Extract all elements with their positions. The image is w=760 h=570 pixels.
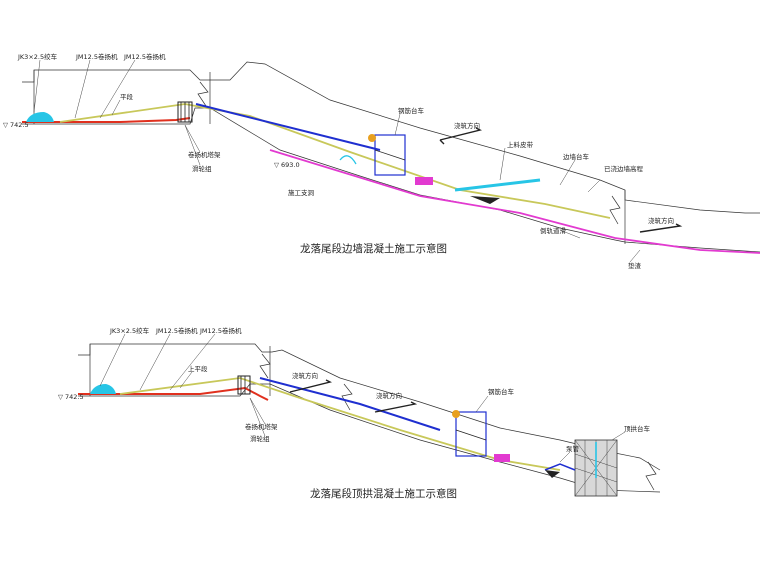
top-label-flat-section: 平段 — [120, 92, 134, 101]
top-pour-direction-arrow-2 — [639, 223, 683, 233]
bottom-break-mark-3 — [645, 461, 657, 491]
top-elev-mid-marker-icon: ▽ — [274, 161, 279, 169]
top-label-access-tunnel: 施工支洞 — [288, 188, 315, 197]
bottom-pump-icon — [452, 410, 460, 418]
bottom-tunnel-invert — [78, 383, 661, 493]
bottom-label-winch-b: JM12.5卷扬机 — [199, 326, 242, 335]
bottom-winch-frame-icon — [237, 375, 251, 395]
bottom-label-winch-car: JK3×2.5绞车 — [109, 326, 150, 335]
top-label-elev-mid: 693.0 — [281, 161, 300, 169]
top-elev-marker-icon: ▽ — [3, 121, 8, 129]
top-tunnel-invert — [22, 107, 760, 253]
top-diagram-title: 龙落尾段边墙混凝土施工示意图 — [300, 242, 447, 255]
bottom-label-pour-direction-2: 浇筑方向 — [376, 391, 402, 400]
top-support-icon — [470, 196, 500, 204]
top-label-winch-a: JM12.5卷扬机 — [75, 52, 118, 61]
bottom-label-pump: 泵管 — [566, 444, 580, 453]
bottom-break-mark-2 — [341, 383, 353, 411]
bottom-label-pour-direction-1: 浇筑方向 — [292, 371, 318, 380]
top-label-conveyor: 上料皮带 — [507, 140, 534, 149]
top-label-pour-direction: 浇筑方向 — [454, 121, 480, 130]
top-label-sidewall-trolley: 边墙台车 — [563, 152, 590, 161]
bottom-label-winch-frame: 卷扬机塔架 — [245, 422, 278, 431]
top-pump-icon — [368, 134, 376, 142]
bottom-pour-direction-arrow-2 — [374, 401, 418, 413]
top-winch-car-icon — [26, 112, 54, 122]
top-label-poured-wall: 已浇边墙高程 — [604, 164, 644, 173]
top-label-pour-direction-2: 浇筑方向 — [648, 216, 674, 225]
bottom-rebar-trolley-icon — [455, 411, 487, 457]
bottom-pump-pipe — [544, 463, 576, 471]
bottom-label-rebar-trolley: 钢筋台车 — [488, 387, 515, 396]
top-pour-direction-arrow — [439, 127, 483, 145]
bottom-label-elev-left: 742.5 — [65, 393, 84, 401]
bottom-arch-trolley-icon — [574, 439, 618, 497]
bottom-diagram-title: 龙落尾段顶拱混凝土施工示意图 — [310, 487, 457, 500]
bottom-pour-direction-arrow-1 — [289, 379, 333, 393]
top-label-winch-car: JK3×2.5绞车 — [17, 52, 58, 61]
bottom-label-flat-section: 上平段 — [188, 364, 208, 373]
bottom-support-icon — [545, 470, 560, 478]
top-cart-icon — [415, 177, 433, 185]
bottom-blue-cable — [259, 377, 441, 431]
bottom-label-pulley-group: 滑轮组 — [250, 434, 270, 443]
top-label-pulley-group: 滑轮组 — [192, 164, 212, 173]
top-label-bottom-slab: 垫渣 — [628, 261, 642, 270]
top-magenta-track — [269, 149, 760, 254]
bottom-elev-marker-icon: ▽ — [58, 393, 63, 401]
top-break-mark-2 — [609, 195, 621, 225]
bottom-break-mark-1 — [259, 353, 271, 379]
top-label-track: 倒轨道滑 — [540, 226, 567, 235]
top-cyan-conveyor — [454, 178, 541, 192]
top-red-rail — [22, 117, 191, 123]
bottom-winch-car-icon — [90, 384, 116, 394]
top-diagram: JK3×2.5绞车 JM12.5卷扬机 JM12.5卷扬机 平段 ▽ 742.5… — [3, 52, 760, 270]
bottom-label-winch-a: JM12.5卷扬机 — [155, 326, 198, 335]
bottom-cart-icon — [494, 454, 510, 462]
bottom-label-arch-trolley: 顶拱台车 — [624, 424, 651, 433]
top-tunnel-crown — [22, 61, 760, 214]
top-label-elev-left: 742.5 — [10, 121, 29, 129]
bottom-diagram: JK3×2.5绞车 JM12.5卷扬机 JM12.5卷扬机 上平段 ▽ 742.… — [58, 326, 661, 500]
top-label-winch-b: JM12.5卷扬机 — [123, 52, 166, 61]
top-label-rebar-trolley: 钢筋台车 — [398, 106, 425, 115]
top-rebar-trolley-icon — [374, 134, 406, 176]
top-blue-cable — [195, 103, 381, 151]
top-label-winch-frame: 卷扬机塔架 — [188, 150, 221, 159]
top-access-tunnel-icon — [339, 155, 357, 165]
top-break-mark-1 — [197, 81, 209, 107]
